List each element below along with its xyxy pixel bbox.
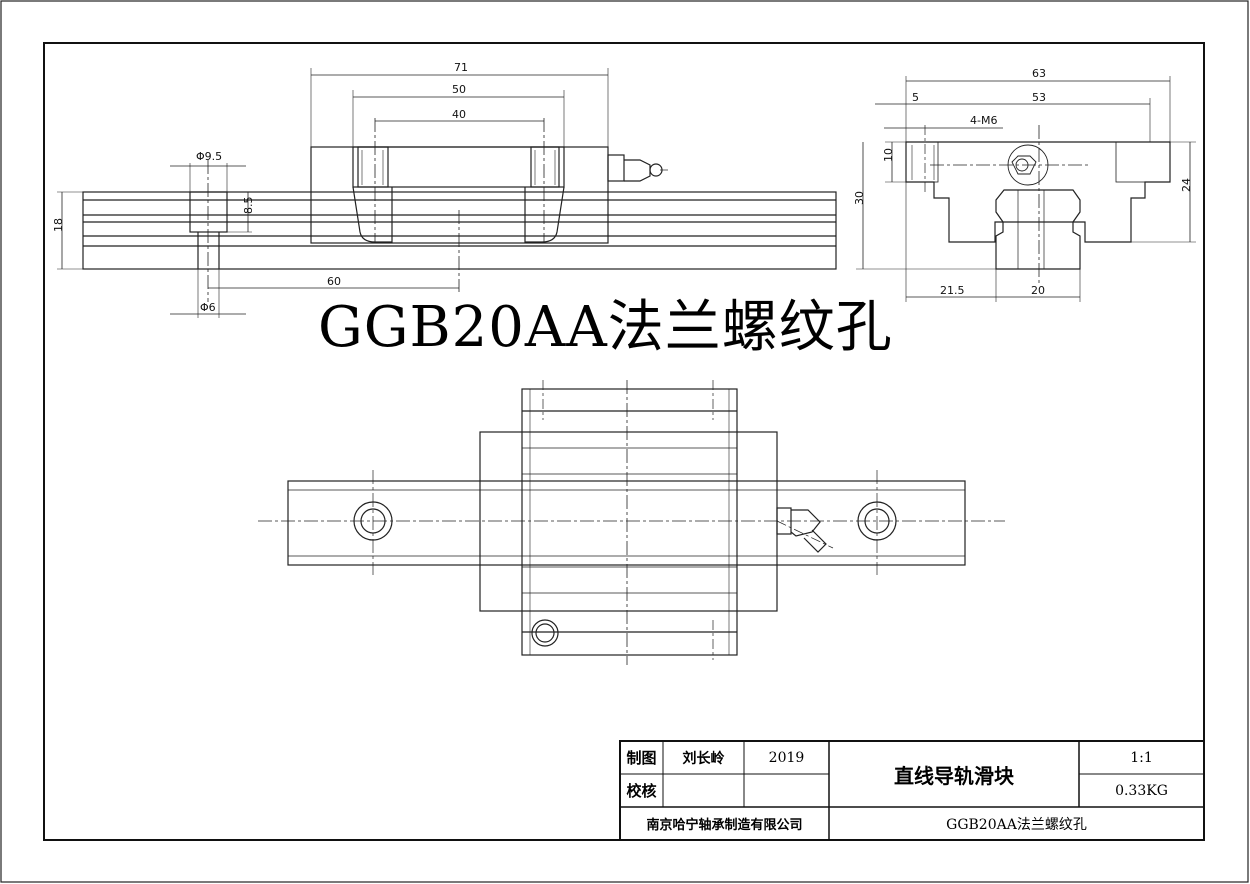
dim-40: 40: [452, 108, 466, 121]
dim-63: 63: [1032, 67, 1046, 80]
dim-phi9-5: Φ9.5: [196, 150, 222, 163]
drawing-scale: 1:1: [1130, 749, 1153, 766]
drawn-by: 刘长岭: [682, 750, 725, 767]
top-view: [258, 380, 1005, 665]
drawing-title: GGB20AA法兰螺纹孔: [318, 295, 893, 360]
drawing-year: 2019: [768, 749, 805, 766]
dim-30: 30: [853, 191, 866, 205]
title-block: [619, 740, 1205, 841]
dim-60: 60: [327, 275, 341, 288]
dim-8-5: 8.5: [242, 197, 255, 215]
dim-20: 20: [1031, 284, 1045, 297]
dim-53: 53: [1032, 91, 1046, 104]
dim-10: 10: [882, 148, 895, 162]
dim-71: 71: [454, 61, 468, 74]
dim-18: 18: [52, 218, 65, 232]
side-view: [57, 68, 837, 318]
company-name: 南京哈宁轴承制造有限公司: [646, 818, 803, 833]
dim-5: 5: [912, 91, 919, 104]
check-label: 校核: [626, 782, 657, 800]
dim-24: 24: [1180, 178, 1193, 192]
dim-phi6: Φ6: [200, 301, 216, 314]
dim-50: 50: [452, 83, 466, 96]
drawn-label: 制图: [626, 749, 657, 767]
dim-4-m6: 4-M6: [970, 114, 997, 127]
end-view: [856, 76, 1196, 302]
dim-21-5: 21.5: [940, 284, 965, 297]
part-number: GGB20AA法兰螺纹孔: [946, 816, 1087, 833]
part-weight: 0.33KG: [1115, 782, 1168, 799]
part-name: 直线导轨滑块: [894, 763, 1014, 788]
